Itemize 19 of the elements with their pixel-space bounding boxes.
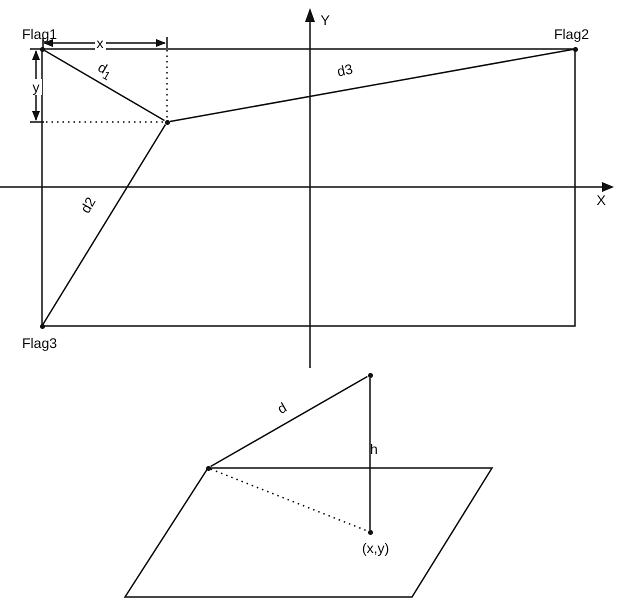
point-marker — [205, 465, 211, 471]
edge-label: d2 — [76, 194, 99, 216]
edge-label: d3 — [336, 60, 354, 80]
distance-line — [210, 376, 368, 468]
edge-label: h — [370, 441, 378, 457]
axis-label: Y — [320, 12, 330, 28]
distance-line — [369, 378, 371, 530]
dimension-label: y — [30, 79, 42, 95]
distance-line — [43, 49, 165, 122]
point-label: (x,y) — [362, 540, 390, 556]
point-marker — [367, 372, 373, 378]
dotted-line — [210, 468, 368, 532]
point-label: Flag3 — [22, 335, 58, 351]
point-label: Flag1 — [22, 26, 58, 42]
point-label: Flag2 — [554, 26, 590, 42]
point-marker — [164, 119, 170, 125]
edge-label: d — [274, 399, 290, 417]
distance-line — [170, 48, 574, 122]
axis-label: X — [596, 192, 606, 208]
